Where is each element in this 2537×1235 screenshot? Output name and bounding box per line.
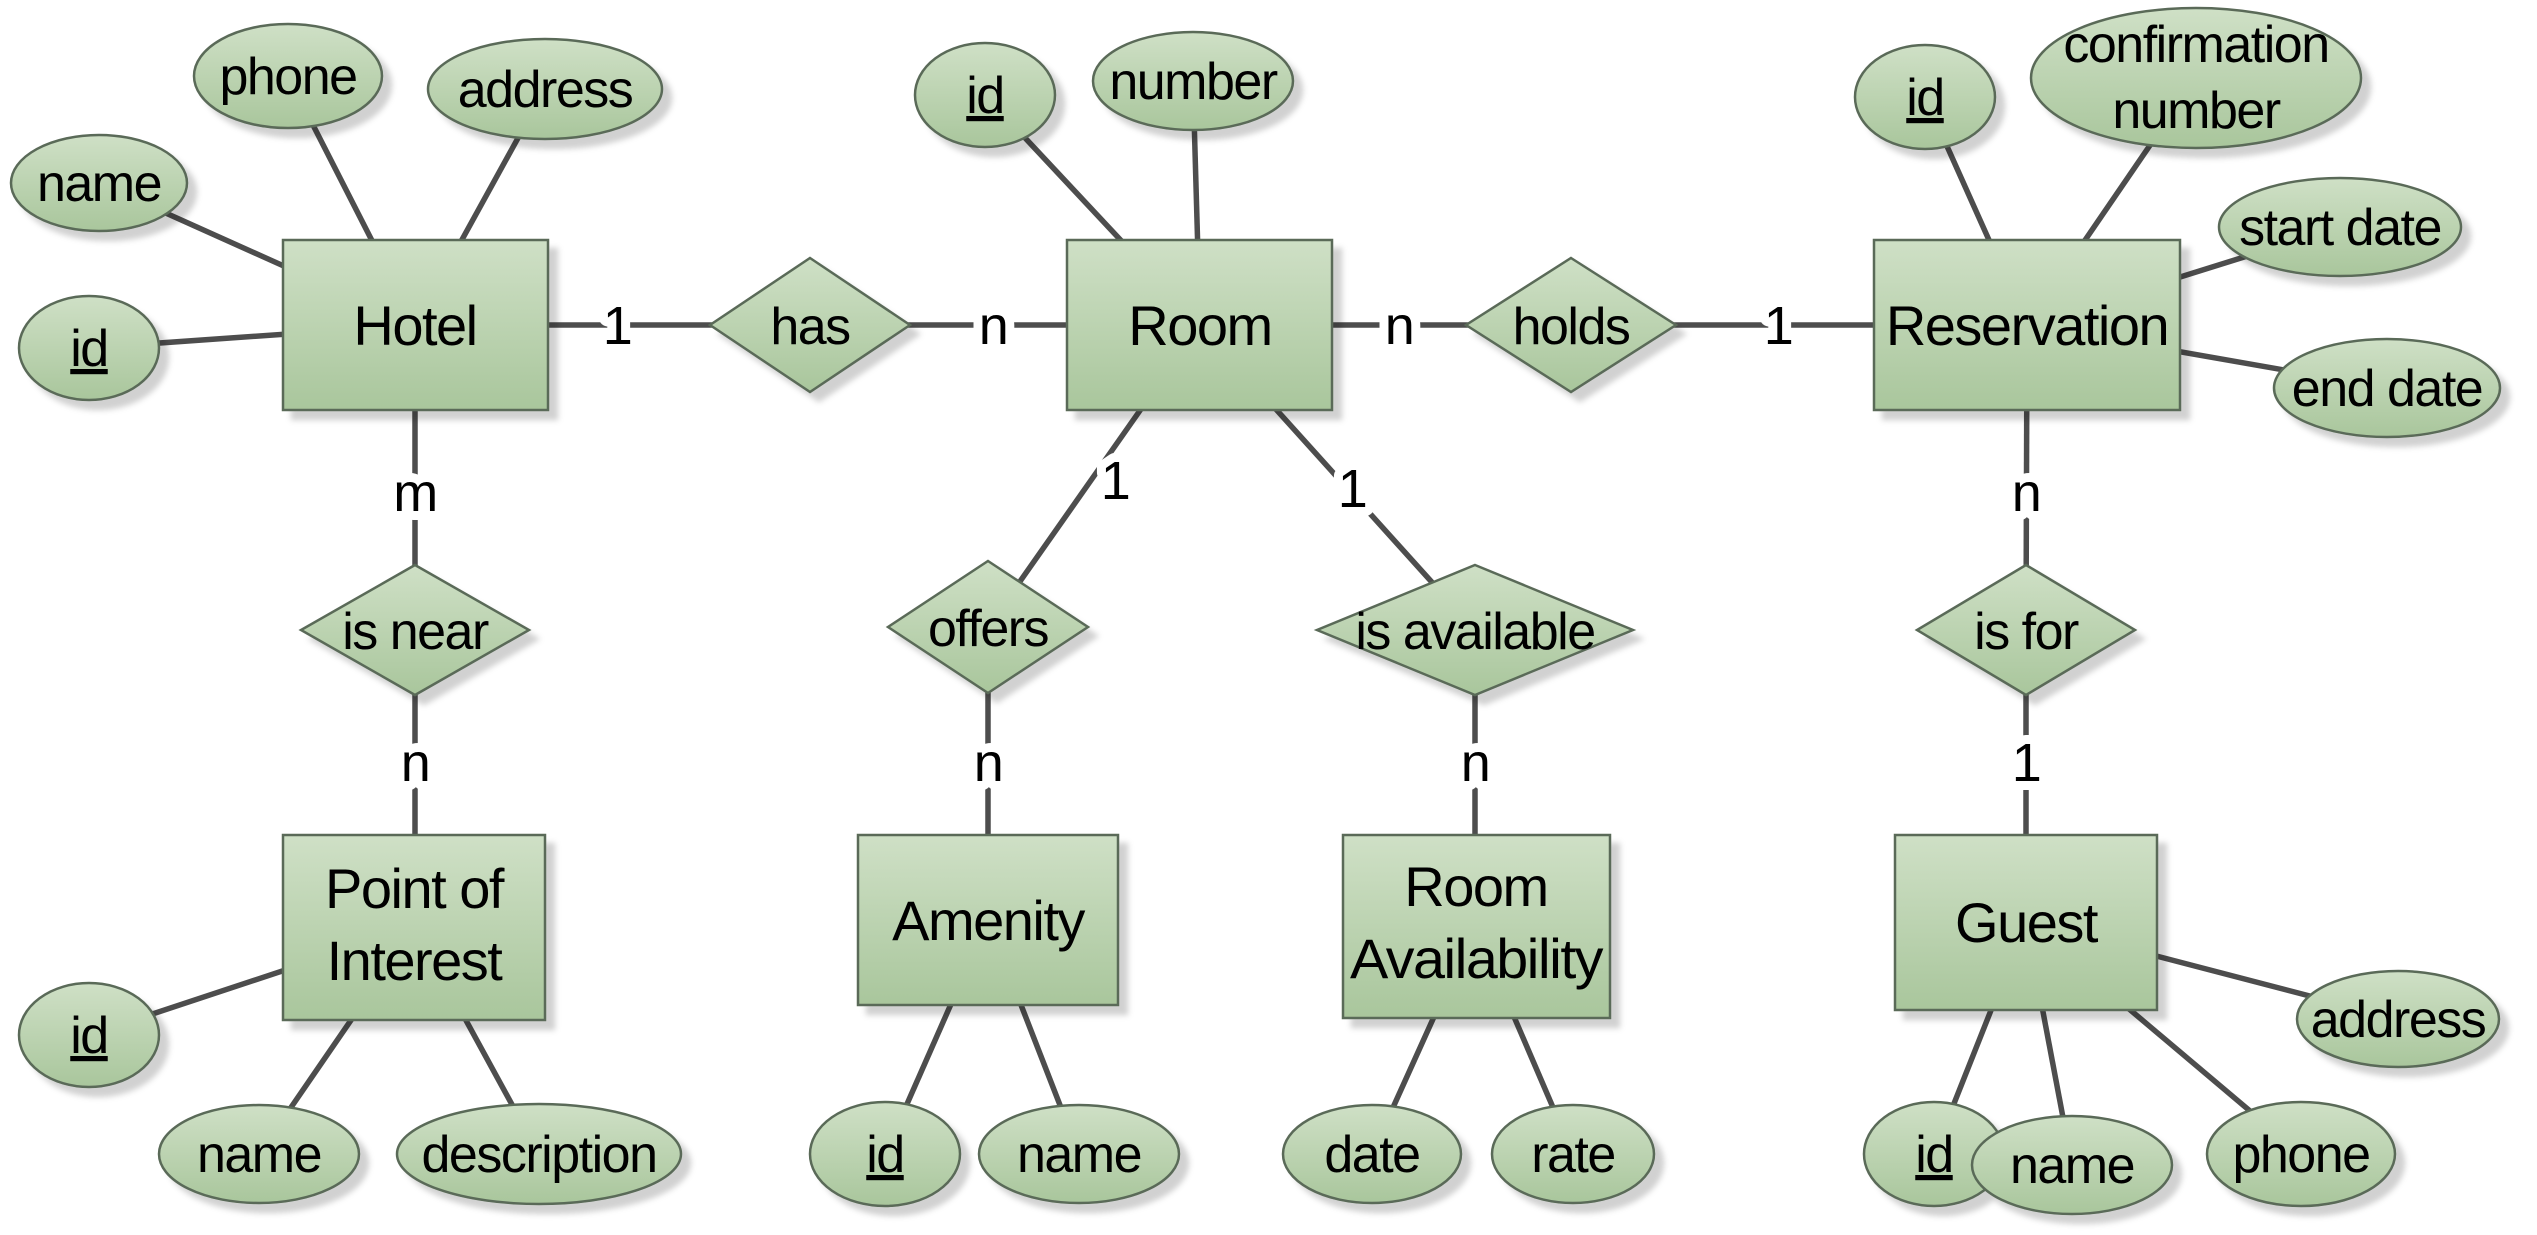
attribute-amenity-name bbox=[977, 1103, 1181, 1205]
attribute-guest-phone bbox=[2205, 1100, 2397, 1208]
relationship-is-for-label: is for bbox=[1974, 603, 2079, 661]
attribute-room-availability-rate-label: rate bbox=[1531, 1126, 1615, 1184]
relationship-is-near-label: is near bbox=[342, 603, 489, 661]
cardinality-is-near-point-of-interest: n bbox=[401, 733, 430, 793]
attribute-room-id bbox=[913, 41, 1057, 149]
attribute-room-number bbox=[1091, 30, 1295, 132]
attribute-hotel-id-label: id bbox=[70, 320, 107, 378]
entity-guest bbox=[1893, 833, 2159, 1012]
relationship-is-available-label: is available bbox=[1355, 603, 1594, 661]
entity-room bbox=[1065, 238, 1334, 412]
attribute-poi-description bbox=[395, 1102, 683, 1206]
relationship-is-available bbox=[1313, 563, 1637, 697]
attribute-room-availability-date bbox=[1281, 1103, 1463, 1205]
attribute-reservation-end-date-label: end date bbox=[2292, 360, 2482, 418]
attribute-hotel-name-label: name bbox=[37, 155, 161, 213]
attribute-poi-id bbox=[17, 981, 161, 1089]
attribute-guest-phone-label: phone bbox=[2232, 1126, 2369, 1184]
attribute-reservation-id bbox=[1853, 43, 1997, 151]
attribute-room-availability-date-label: date bbox=[1324, 1126, 1419, 1184]
attribute-poi-id-label: id bbox=[70, 1007, 107, 1065]
cardinality-offers-amenity: n bbox=[974, 733, 1003, 793]
attribute-amenity-name-label: name bbox=[1017, 1126, 1141, 1184]
relationship-offers bbox=[885, 559, 1091, 695]
cardinality-hotel-is-near: m bbox=[393, 463, 436, 523]
attribute-guest-id-label: id bbox=[1915, 1126, 1952, 1184]
attribute-room-number-label: number bbox=[1109, 53, 1277, 111]
attribute-hotel-phone-label: phone bbox=[219, 48, 356, 106]
attribute-amenity-id-label: id bbox=[866, 1126, 903, 1184]
relationship-holds-label: holds bbox=[1513, 298, 1630, 356]
entity-room-availability-label-line1: Room bbox=[1404, 855, 1547, 918]
attribute-room-availability-rate bbox=[1490, 1103, 1656, 1205]
cardinality-hotel-has: 1 bbox=[603, 296, 632, 356]
entity-room-availability bbox=[1341, 833, 1612, 1020]
entity-amenity bbox=[856, 833, 1120, 1007]
label-layer: Hotel Room Reservation Point of Interest… bbox=[37, 16, 2487, 1195]
attribute-reservation-id-label: id bbox=[1906, 69, 1943, 127]
attribute-reservation-confirmation-number-label-line2: number bbox=[2112, 82, 2280, 140]
attribute-guest-name bbox=[1970, 1114, 2174, 1216]
attribute-hotel-address bbox=[426, 37, 664, 141]
cardinality-room-offers: 1 bbox=[1101, 451, 1130, 511]
shape-layer bbox=[9, 6, 2502, 1216]
attribute-poi-name-label: name bbox=[197, 1126, 321, 1184]
entity-amenity-label: Amenity bbox=[892, 889, 1085, 952]
attribute-reservation-confirmation-number bbox=[2029, 6, 2363, 150]
entity-point-of-interest-label-line2: Interest bbox=[327, 929, 504, 992]
relationship-is-near bbox=[298, 563, 532, 697]
cardinality-is-available-room-availability: n bbox=[1461, 733, 1490, 793]
attribute-hotel-address-label: address bbox=[458, 61, 633, 119]
entity-reservation bbox=[1872, 238, 2182, 412]
relationship-has-label: has bbox=[770, 298, 850, 356]
relationship-holds bbox=[1463, 256, 1679, 394]
cardinality-is-for-guest: 1 bbox=[2012, 733, 2041, 793]
cardinality-room-holds: n bbox=[1385, 296, 1414, 356]
attribute-reservation-start-date-label: start date bbox=[2239, 199, 2441, 257]
entity-room-label: Room bbox=[1128, 294, 1271, 357]
entity-reservation-label: Reservation bbox=[1886, 294, 2168, 357]
attribute-guest-address-label: address bbox=[2311, 991, 2486, 1049]
attribute-amenity-id bbox=[808, 1100, 962, 1208]
entity-hotel bbox=[281, 238, 550, 412]
attribute-hotel-phone bbox=[192, 22, 384, 130]
entity-guest-label: Guest bbox=[1955, 891, 2099, 954]
attribute-poi-name bbox=[157, 1103, 361, 1205]
attribute-room-id-label: id bbox=[966, 67, 1003, 125]
cardinality-room-is-available: 1 bbox=[1338, 459, 1367, 519]
attribute-poi-description-label: description bbox=[422, 1126, 657, 1184]
cardinality-reservation-is-for: n bbox=[2012, 463, 2041, 523]
relationship-is-for bbox=[1914, 563, 2138, 697]
entity-point-of-interest-label-line1: Point of bbox=[325, 857, 505, 920]
attribute-reservation-end-date bbox=[2272, 337, 2502, 439]
relationship-has bbox=[707, 256, 913, 394]
cardinality-holds-reservation: 1 bbox=[1764, 296, 1793, 356]
entity-hotel-label: Hotel bbox=[353, 294, 476, 357]
attribute-reservation-confirmation-number-label-line1: confirmation bbox=[2063, 16, 2328, 74]
attribute-hotel-id bbox=[17, 294, 161, 402]
relationship-offers-label: offers bbox=[928, 600, 1049, 658]
entity-room-availability-label-line2: Availability bbox=[1350, 927, 1604, 990]
cardinality-has-room: n bbox=[979, 296, 1008, 356]
attribute-guest-address bbox=[2295, 969, 2501, 1069]
attribute-hotel-name bbox=[9, 133, 189, 233]
attribute-guest-name-label: name bbox=[2010, 1137, 2134, 1195]
entity-point-of-interest bbox=[281, 833, 547, 1022]
attribute-reservation-start-date bbox=[2217, 176, 2463, 278]
